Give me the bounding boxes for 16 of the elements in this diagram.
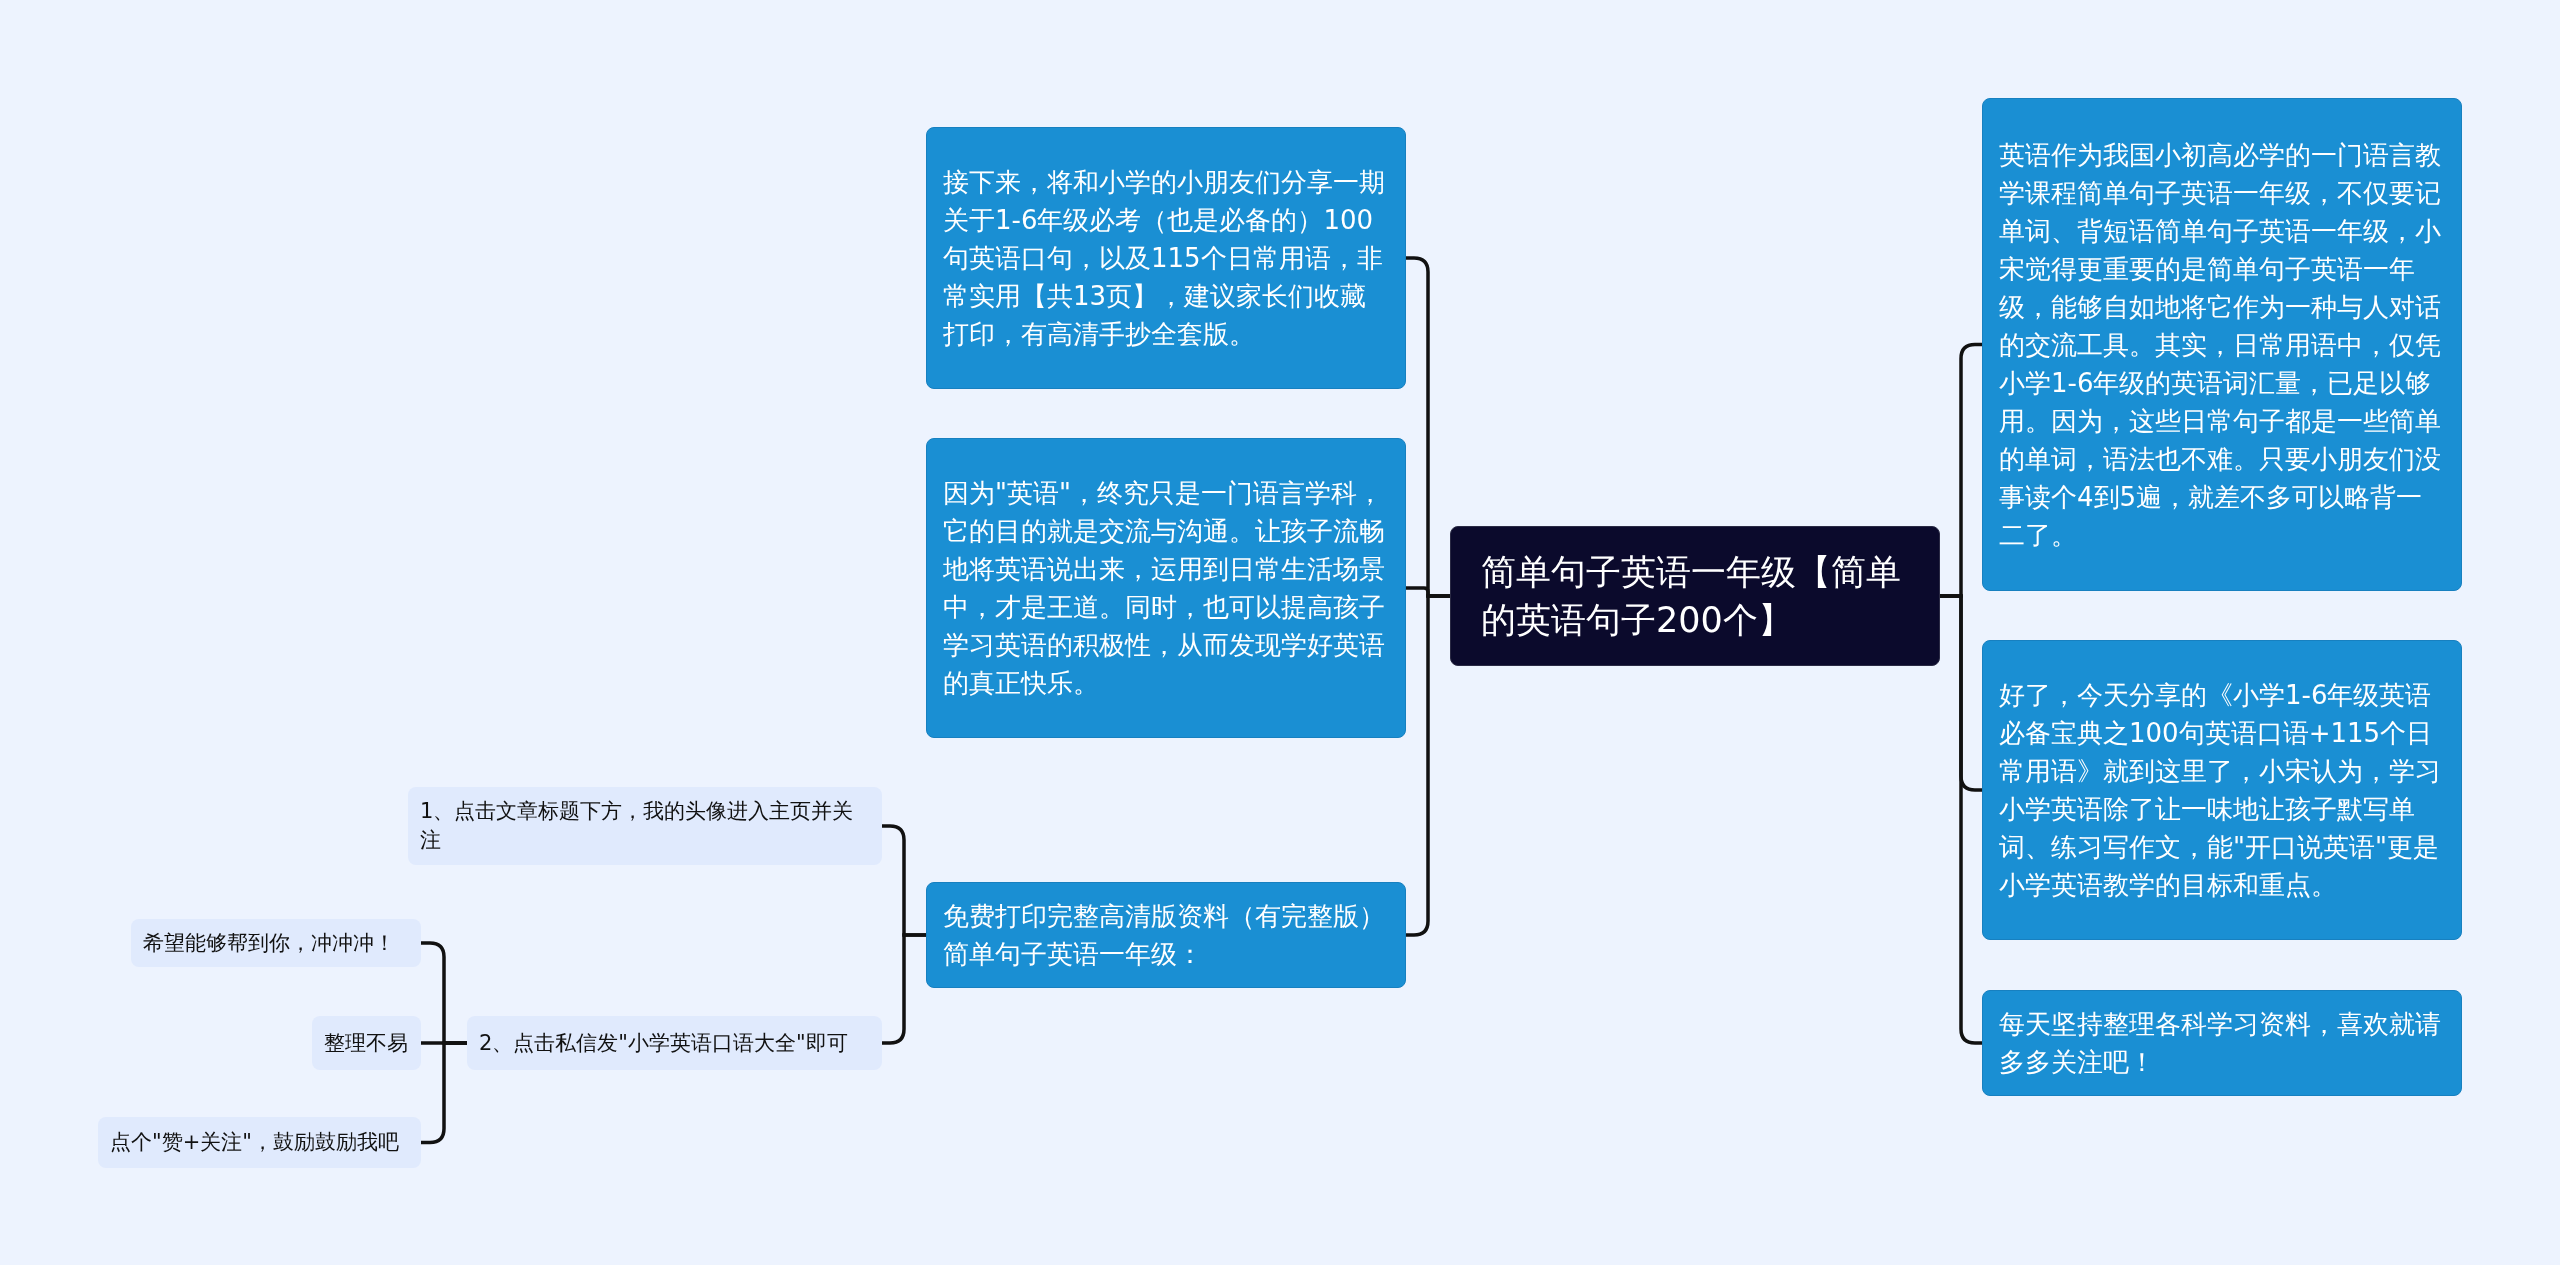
connector-line (882, 933, 926, 1045)
topic-box: 每天坚持整理各科学习资料，喜欢就请多多关注吧！ (1982, 990, 2462, 1096)
subtopic-box: 希望能够帮到你，冲冲冲！ (131, 919, 421, 967)
connector-line (1406, 594, 1450, 937)
subtopic-box: 整理不易 (312, 1016, 421, 1070)
central-topic-box: 简单句子英语一年级【简单的英语句子200个】 (1450, 526, 1940, 666)
topic-box: 免费打印完整高清版资料（有完整版）简单句子英语一年级： (926, 882, 1406, 988)
subtopic-box: 2、点击私信发"小学英语口语大全"即可 (467, 1016, 882, 1070)
topic-box: 英语作为我国小初高必学的一门语言教学课程简单句子英语一年级，不仅要记单词、背短语简单句子英语一年级，小宋觉得更重要的是简单句子英语一年级，能够自如地将它作为一种与人对话的交流工具。其实，日常用语中，仅凭小学1-6年级的英语词汇量，已足以够用。因为，这些日常句子都是一些简单的单词，语法也不难。只要小朋友们没事读个4到5遍，就差不多可以略背一二了。 (1982, 98, 2462, 591)
subtopic-box: 1、点击文章标题下方，我的头像进入主页并关注 (408, 787, 882, 865)
topic-box: 好了，今天分享的《小学1-6年级英语必备宝典之100句英语口语+115个日常用语》就到这里了，小宋认为，学习小学英语除了让一味地让孩子默写单词、练习写作文，能"开口说英语"更是小学英语教学的目标和重点。 (1982, 640, 2462, 940)
subtopic-box: 点个"赞+关注"，鼓励鼓励我吧 (98, 1117, 421, 1168)
topic-box: 接下来，将和小学的小朋友们分享一期关于1-6年级必考（也是必备的）100句英语口句，以及115个日常用语，非常实用【共13页】，建议家长们收藏打印，有高清手抄全套版。 (926, 127, 1406, 389)
topic-box: 因为"英语"，终究只是一门语言学科，它的目的就是交流与沟通。让孩子流畅地将英语说出来，运用到日常生活场景中，才是王道。同时，也可以提高孩子学习英语的积极性，从而发现学好英语的真正快乐。 (926, 438, 1406, 738)
connector-line (1940, 594, 1982, 1045)
connector-line (421, 1041, 467, 1145)
